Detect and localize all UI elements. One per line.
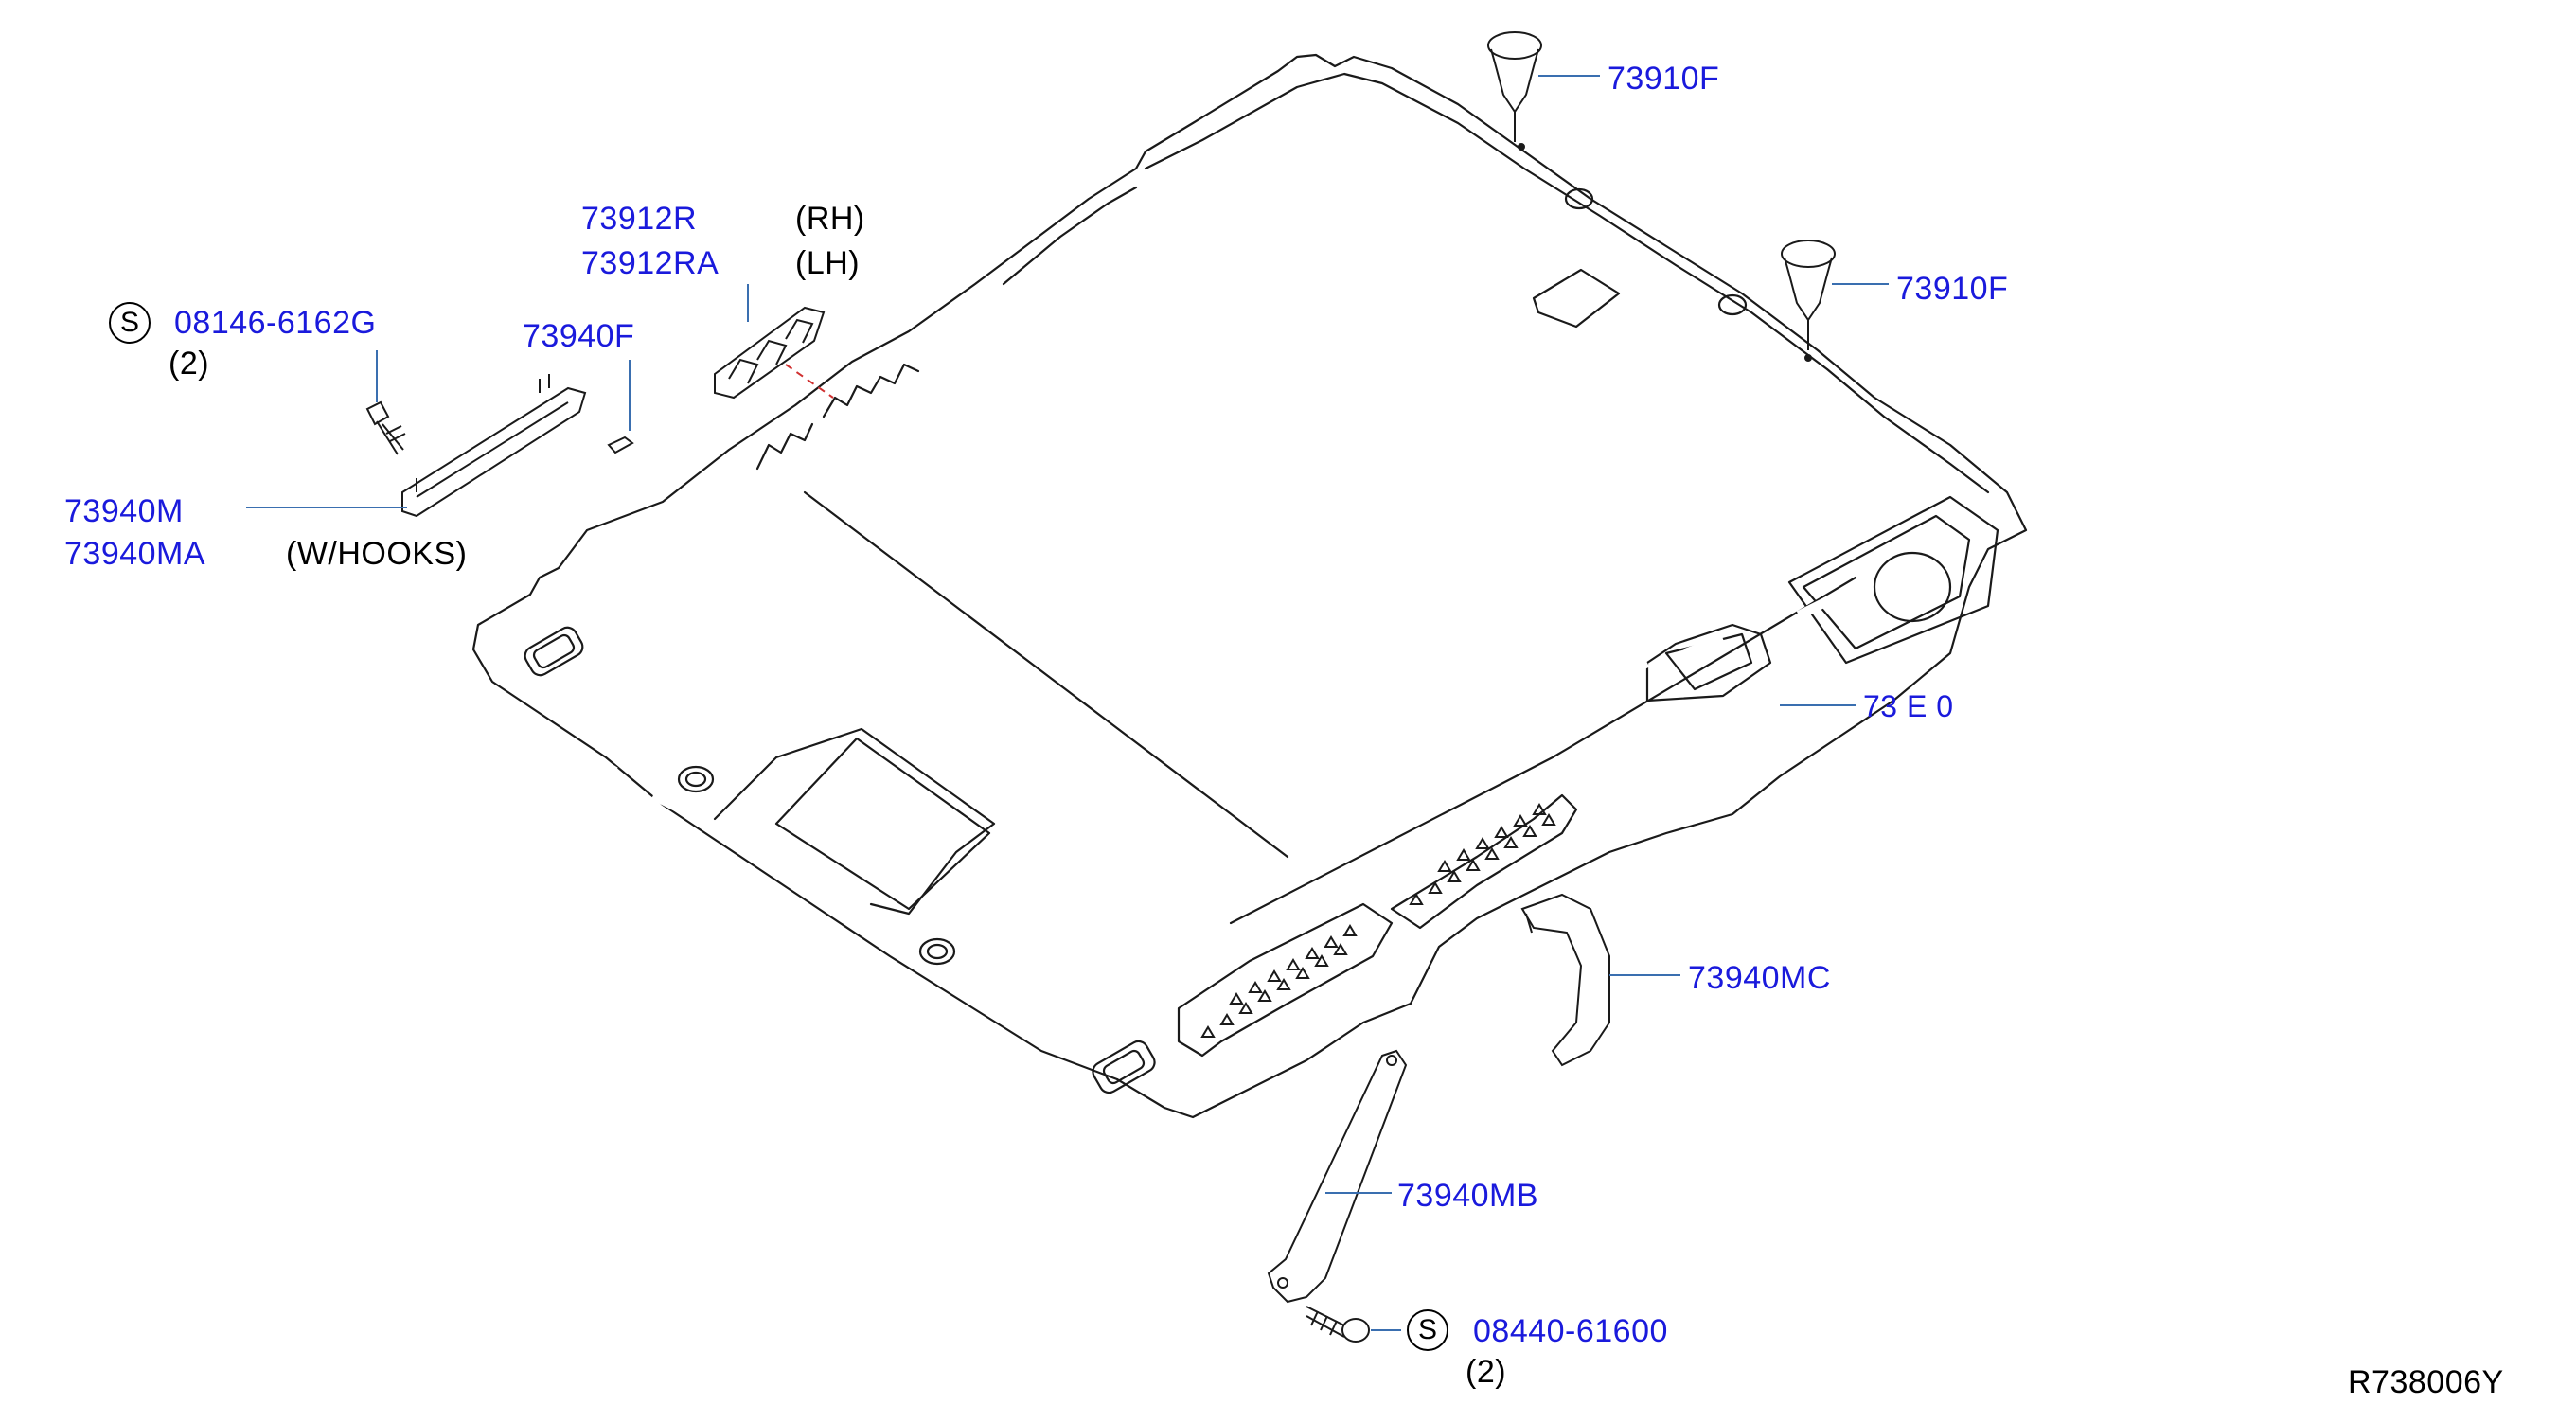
trim-73940F <box>607 436 634 454</box>
reference-code: R738006Y <box>2348 1364 2504 1400</box>
overhead-console <box>1787 495 1999 665</box>
label-73940F[interactable]: 73940F <box>523 318 635 354</box>
crease-right <box>1229 576 1857 925</box>
label-lh-note: (LH) <box>795 245 861 281</box>
label-73910F-right[interactable]: 73910F <box>1896 271 2009 307</box>
label-08440-61600[interactable]: 08440-61600 <box>1473 1313 1668 1349</box>
label-08146-6162G[interactable]: 08146-6162G <box>174 305 377 341</box>
label-rh-note: (RH) <box>795 201 865 237</box>
label-73910F-top[interactable]: 73910F <box>1608 61 1720 97</box>
label-hooks-note: (W/HOOKS) <box>286 536 468 572</box>
sunroof-opening <box>774 737 991 911</box>
clip-73910F-top <box>1487 31 1542 151</box>
leader-lines <box>246 75 1889 1331</box>
grip-73940MC <box>1520 893 1610 1067</box>
dome-lamp-cutout <box>1532 268 1621 329</box>
s-symbol-screw: S <box>1407 1309 1448 1351</box>
rear-lamp <box>1092 1040 1156 1094</box>
grip-73940MB <box>1267 1049 1408 1304</box>
vent-cones-left <box>1200 924 1358 1038</box>
label-bolt-qty: (2) <box>169 346 210 382</box>
clip-hole <box>677 765 715 793</box>
grip-73940M <box>401 374 587 518</box>
screw-08440-61600 <box>1306 1306 1370 1343</box>
label-73940MC[interactable]: 73940MC <box>1688 960 1831 996</box>
map-lamp-left <box>524 626 584 677</box>
s-symbol-bolt: S <box>109 302 151 344</box>
leader-73912-dashed <box>785 364 834 399</box>
label-73912R[interactable]: 73912R <box>581 201 698 237</box>
bracket-73912R <box>714 306 826 400</box>
clip-hole <box>918 937 956 966</box>
rear-vent-right <box>1390 793 1578 930</box>
label-73940M[interactable]: 73940M <box>64 493 184 529</box>
bolt-08146-6162G <box>365 400 406 455</box>
clip-73910F-right <box>1781 240 1836 362</box>
label-73912RA[interactable]: 73912RA <box>581 245 720 281</box>
crease-left <box>803 490 1289 859</box>
roof-rail-inner <box>1144 72 1990 494</box>
label-obscured[interactable]: 73 E 0 <box>1863 689 1954 723</box>
label-73940MB[interactable]: 73940MB <box>1397 1178 1539 1214</box>
label-73940MA[interactable]: 73940MA <box>64 536 206 572</box>
rear-vent-left <box>1177 902 1394 1058</box>
view-break-dashes <box>508 592 1839 819</box>
vent-cones-right <box>1409 803 1556 905</box>
label-screw-qty: (2) <box>1466 1354 1507 1390</box>
roof-rail-edge <box>1002 186 1138 286</box>
